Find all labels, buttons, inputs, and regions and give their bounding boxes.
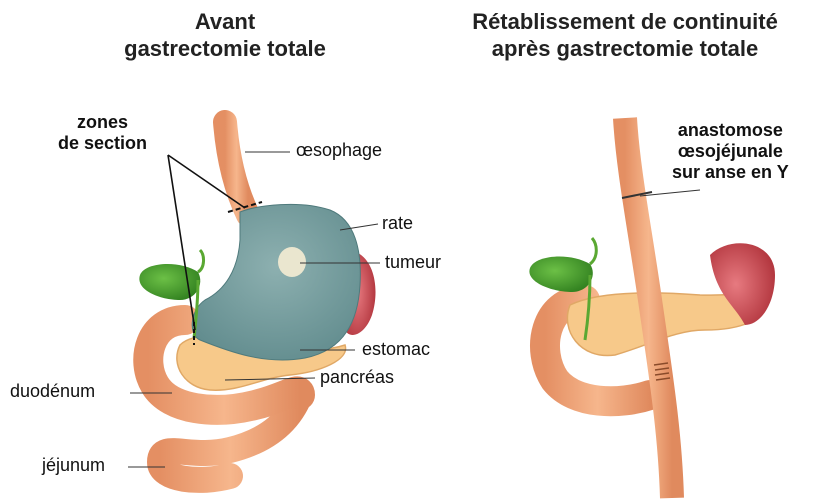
label-anastomose-line1: anastomose — [672, 120, 789, 141]
label-duodenum: duodénum — [10, 381, 95, 402]
gallbladder-after — [529, 256, 592, 292]
label-estomac: estomac — [362, 339, 430, 360]
tumor — [278, 247, 306, 277]
label-rate: rate — [382, 213, 413, 234]
label-anastomose-line2: œsojéjunale — [672, 141, 789, 162]
label-zones-line1: zones — [58, 112, 147, 133]
label-jejunum: jéjunum — [42, 455, 105, 476]
esophagus — [225, 122, 248, 215]
stomach — [192, 204, 360, 360]
before-diagram — [128, 122, 380, 480]
label-anastomose-line3: sur anse en Y — [672, 162, 789, 183]
label-tumeur: tumeur — [385, 252, 441, 273]
label-zones-line2: de section — [58, 133, 147, 154]
gallbladder — [139, 264, 200, 300]
label-anastomose: anastomose œsojéjunale sur anse en Y — [672, 120, 789, 183]
label-zones-section: zones de section — [58, 112, 147, 154]
label-oesophage: œsophage — [296, 140, 382, 161]
label-pancreas: pancréas — [320, 367, 394, 388]
